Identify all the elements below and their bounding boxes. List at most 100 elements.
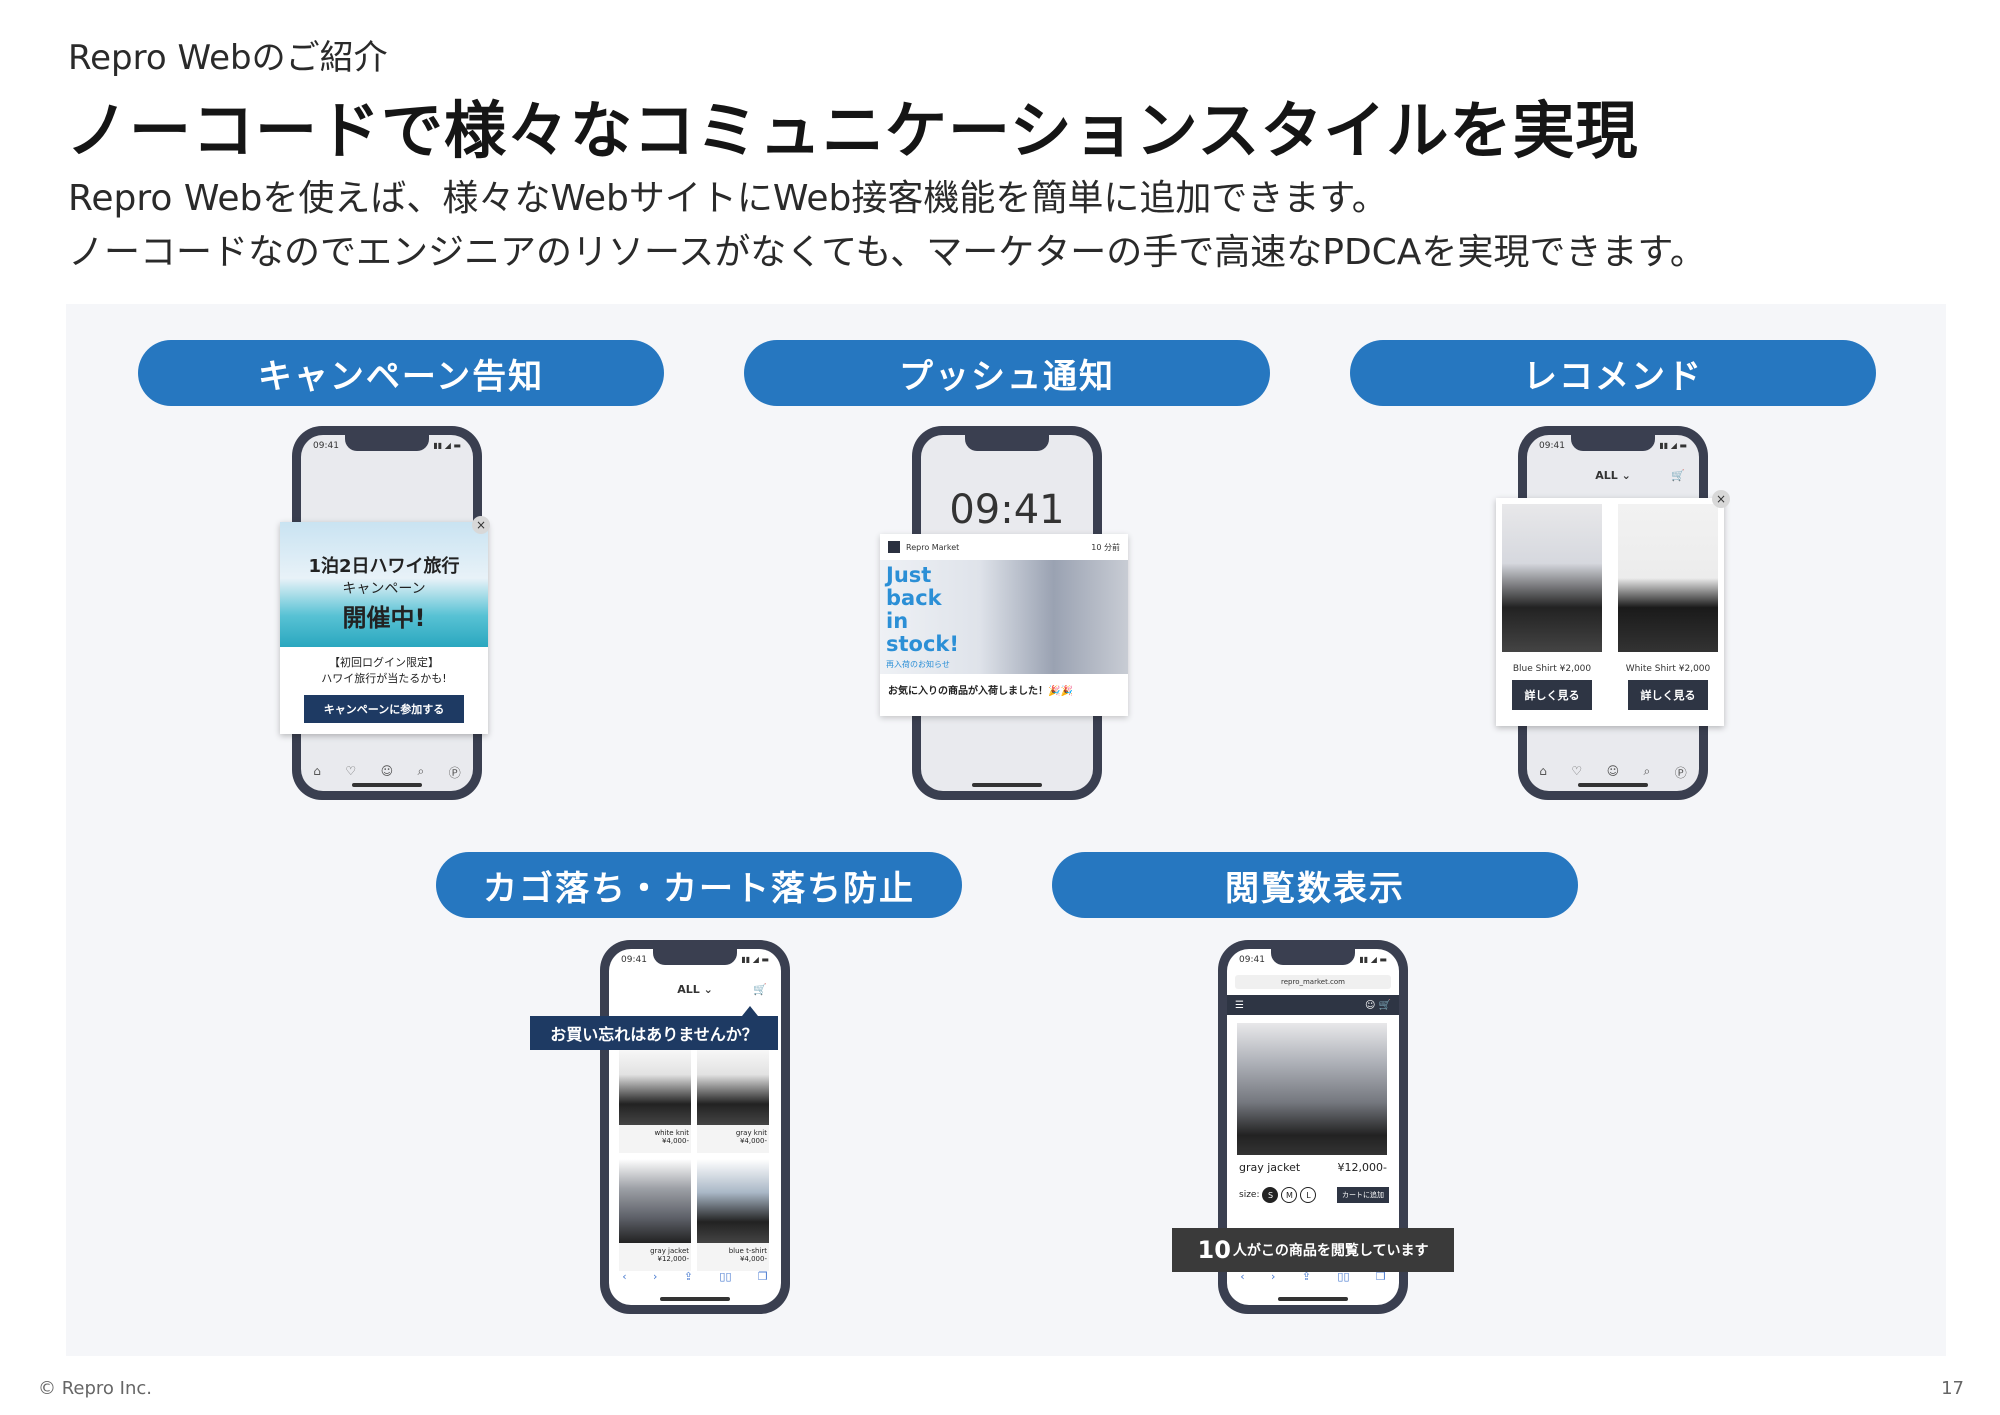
- size-option-l[interactable]: L: [1300, 1187, 1317, 1203]
- product-grid: white knit ¥4,000- gray knit ¥4,000- gra…: [619, 1041, 769, 1271]
- phone-notch: [345, 435, 429, 451]
- close-icon[interactable]: ×: [1712, 490, 1730, 508]
- tab-bar: ⌂ ♡ ☺ ⌕ Ⓟ: [1527, 764, 1699, 781]
- intro-text: Repro Webを使えば、様々なWebサイトにWeb接客機能を簡単に追加できま…: [68, 172, 1706, 280]
- pill-recommend: レコメンド: [1350, 340, 1876, 406]
- home-indicator: [1578, 783, 1648, 787]
- viewer-text: 人がこの商品を閲覧しています: [1232, 1243, 1429, 1259]
- user-icon[interactable]: ☺: [1606, 764, 1620, 778]
- size-option-s[interactable]: S: [1262, 1187, 1279, 1203]
- cart-icon[interactable]: 🛒: [753, 983, 767, 996]
- heart-icon[interactable]: ♡: [1571, 764, 1583, 778]
- home-indicator: [352, 783, 422, 787]
- point-icon[interactable]: Ⓟ: [448, 766, 461, 780]
- viewer-count: 10: [1197, 1236, 1231, 1264]
- category-all-label: ALL: [1595, 469, 1618, 482]
- user-icon[interactable]: ☺: [380, 764, 394, 778]
- category-all-label: ALL: [677, 983, 700, 996]
- url-bar[interactable]: repro_market.com: [1235, 975, 1391, 989]
- home-indicator: [660, 1297, 730, 1301]
- push-notification[interactable]: Repro Market 10 分前 Just back in stock! 再…: [880, 534, 1128, 716]
- size-selector: size: S M L: [1239, 1187, 1317, 1203]
- intro-line-2: ノーコードなのでエンジニアのリソースがなくても、マーケターの手で高速なPDCAを…: [68, 232, 1706, 273]
- heart-icon[interactable]: ♡: [345, 764, 357, 778]
- signal-icon: ▮▮ ◢ ▬: [1359, 955, 1387, 964]
- campaign-join-button[interactable]: キャンペーンに参加する: [304, 695, 464, 723]
- phone-notch: [653, 949, 737, 965]
- home-indicator: [1278, 1297, 1348, 1301]
- notification-time: 10 分前: [1091, 542, 1120, 552]
- recommend-popup: Blue Shirt ¥2,000 詳しく見る White Shirt ¥2,0…: [1496, 498, 1724, 726]
- account-cart-icon[interactable]: ☺ 🛒: [1364, 999, 1391, 1011]
- app-icon: [888, 541, 900, 553]
- notification-sub: 再入荷のお知らせ: [886, 660, 950, 669]
- search-icon[interactable]: ⌕: [1643, 764, 1651, 778]
- phone-notch: [1571, 435, 1655, 451]
- pill-campaign: キャンペーン告知: [138, 340, 664, 406]
- product-card[interactable]: gray knit ¥4,000-: [697, 1041, 769, 1153]
- campaign-title-2: キャンペーン: [342, 581, 426, 597]
- home-icon[interactable]: ⌂: [313, 764, 321, 778]
- pill-push: プッシュ通知: [744, 340, 1270, 406]
- size-option-m[interactable]: M: [1281, 1187, 1298, 1203]
- product-photo: [619, 1041, 691, 1125]
- campaign-title-3: 開催中!: [342, 604, 426, 632]
- product-card[interactable]: white knit ¥4,000-: [619, 1041, 691, 1153]
- home-icon[interactable]: ⌂: [1539, 764, 1547, 778]
- product-card[interactable]: gray jacket ¥12,000-: [619, 1159, 691, 1271]
- browser-toolbar: ‹ › ⇪ ▯▯ ❐: [1227, 1270, 1399, 1283]
- forward-icon[interactable]: ›: [1270, 1270, 1276, 1283]
- detail-button[interactable]: 詳しく見る: [1628, 680, 1708, 710]
- share-icon[interactable]: ⇪: [1301, 1270, 1311, 1283]
- bookmarks-icon[interactable]: ▯▯: [719, 1270, 732, 1283]
- share-icon[interactable]: ⇪: [683, 1270, 693, 1283]
- product-price: ¥12,000-: [657, 1255, 689, 1263]
- pill-cart-abandon: カゴ落ち・カート落ち防止: [436, 852, 962, 918]
- campaign-desc-2: ハワイ旅行が当たるかも!: [321, 672, 447, 685]
- product-photo: [697, 1159, 769, 1243]
- category-all[interactable]: ALL ⌄: [609, 983, 781, 996]
- close-icon[interactable]: ×: [472, 516, 490, 534]
- product-card[interactable]: blue t-shirt ¥4,000-: [697, 1159, 769, 1271]
- product-name: gray jacket: [650, 1247, 689, 1255]
- point-icon[interactable]: Ⓟ: [1674, 766, 1687, 780]
- product-price: ¥12,000-: [1337, 1161, 1387, 1174]
- add-to-cart-button[interactable]: カートに追加: [1337, 1187, 1389, 1203]
- chevron-down-icon: ⌄: [1621, 469, 1631, 482]
- back-icon[interactable]: ‹: [1240, 1270, 1245, 1283]
- page-title: ノーコードで様々なコミュニケーションスタイルを実現: [66, 94, 1639, 167]
- product-photo: [697, 1041, 769, 1125]
- size-label: size:: [1239, 1190, 1260, 1200]
- notification-app: Repro Market: [906, 542, 960, 552]
- detail-button[interactable]: 詳しく見る: [1512, 680, 1592, 710]
- phone-notch: [965, 435, 1049, 451]
- menu-icon[interactable]: ☰: [1235, 999, 1244, 1011]
- cart-icon[interactable]: 🛒: [1671, 469, 1685, 482]
- browser-toolbar: ‹ › ⇪ ▯▯ ❐: [609, 1270, 781, 1283]
- status-time: 09:41: [1239, 955, 1265, 965]
- forward-icon[interactable]: ›: [652, 1270, 658, 1283]
- search-icon[interactable]: ⌕: [417, 764, 425, 778]
- phone-screen: 09:41 ▮▮ ◢ ▬ ALL ⌄ 🛒 white knit ¥4,000- …: [609, 949, 781, 1305]
- notification-header: Repro Market 10 分前: [880, 534, 1128, 560]
- category-all[interactable]: ALL ⌄: [1527, 469, 1699, 482]
- signal-icon: ▮▮ ◢ ▬: [433, 441, 461, 450]
- product-photo: [1502, 504, 1602, 652]
- tab-bar: ⌂ ♡ ☺ ⌕ Ⓟ: [301, 764, 473, 781]
- product-label: White Shirt ¥2,000: [1625, 664, 1711, 674]
- campaign-image: 1泊2日ハワイ旅行 キャンペーン 開催中!: [280, 522, 488, 647]
- tabs-icon[interactable]: ❐: [1375, 1270, 1386, 1283]
- campaign-desc: 【初回ログイン限定】 ハワイ旅行が当たるかも!: [280, 655, 488, 687]
- product-photo: [619, 1159, 691, 1243]
- product-name: gray knit: [735, 1129, 767, 1137]
- signal-icon: ▮▮ ◢ ▬: [741, 955, 769, 964]
- bookmarks-icon[interactable]: ▯▯: [1337, 1270, 1350, 1283]
- product-photo: [1237, 1023, 1387, 1155]
- tabs-icon[interactable]: ❐: [757, 1270, 768, 1283]
- reminder-tooltip[interactable]: お買い忘れはありませんか？: [530, 1006, 778, 1050]
- product-price: ¥4,000-: [739, 1137, 767, 1145]
- back-icon[interactable]: ‹: [622, 1270, 627, 1283]
- eyebrow: Repro Webのご紹介: [68, 38, 388, 78]
- viewer-count-banner: 10 人がこの商品を閲覧しています: [1172, 1228, 1454, 1272]
- status-time: 09:41: [621, 955, 647, 965]
